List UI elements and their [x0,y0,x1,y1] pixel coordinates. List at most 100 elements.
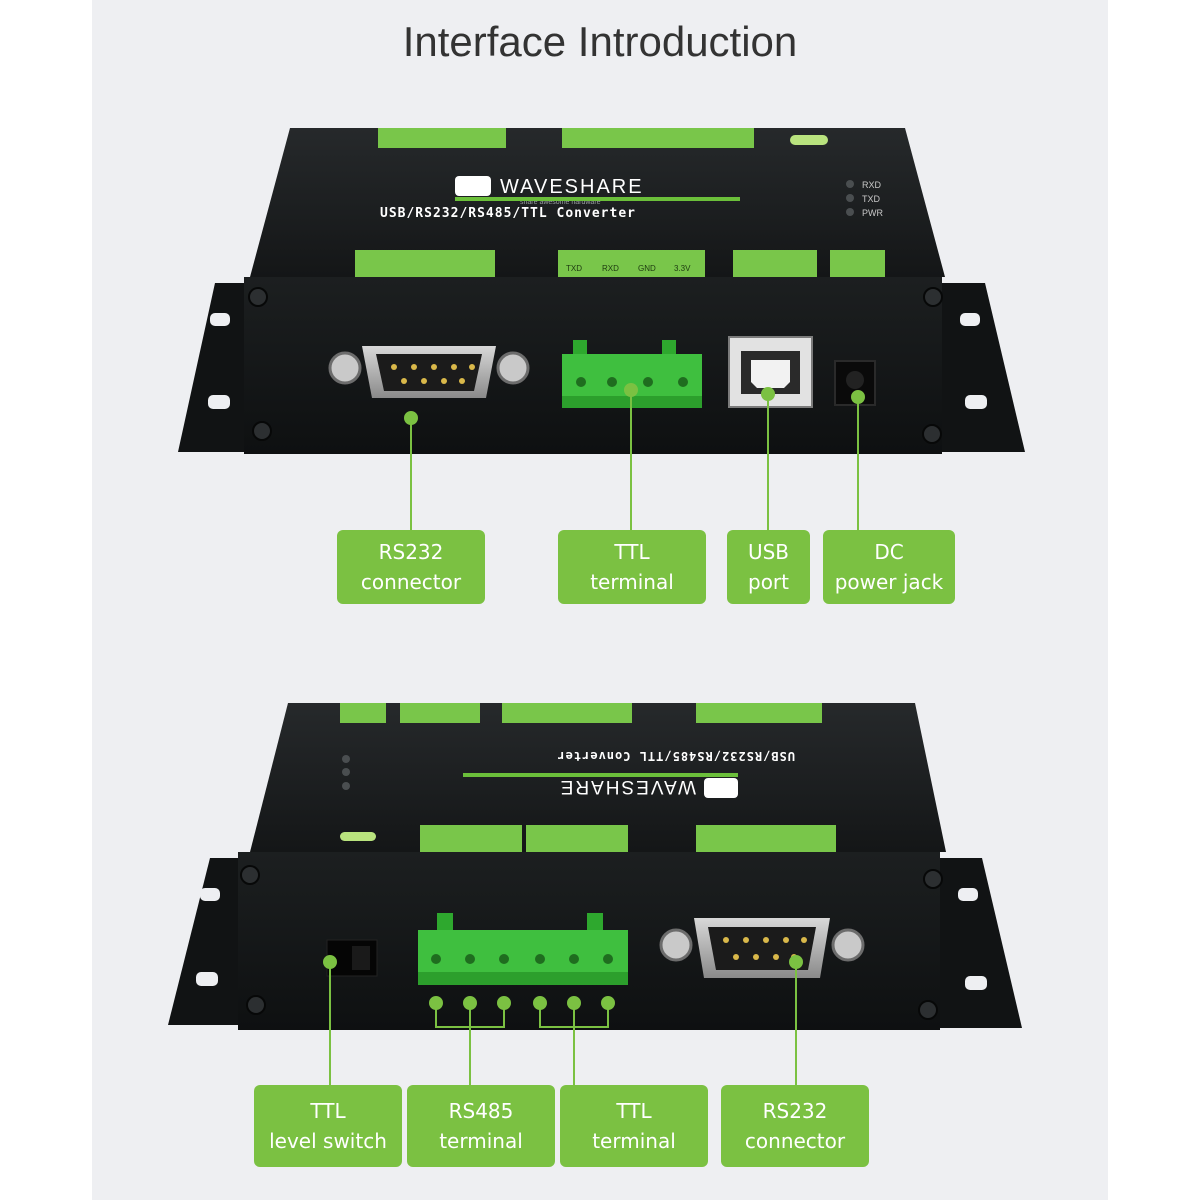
right-mounting-flange [940,858,1022,1028]
screw [246,995,266,1015]
brand-logo-badge [455,176,491,196]
left-flange-slot-2 [196,972,218,986]
callout-line: terminal [590,570,674,594]
terminal-screw [431,954,441,964]
mirrored-label-group: WAVESHARE USB/RS232/RS485/TTL Converter [463,749,795,798]
left-flange-slot-2 [208,395,230,409]
terminal-screw [576,377,586,387]
led-label-pwr: PWR [862,208,883,218]
brand-green-stripe [455,197,740,201]
terminal-screw [499,954,509,964]
screw [252,421,272,441]
led-txd [342,768,350,776]
callout-line: connector [744,1129,846,1153]
terminal-latch [573,340,587,356]
db9-insert [376,354,482,391]
leader-dot [567,996,581,1010]
callout-line: TTL [614,540,650,564]
screw [922,424,942,444]
callout-usb-port: USB port [727,530,810,604]
device-top-view: WAVESHARE share awesome hardware USB/RS2… [178,128,1025,454]
db9-pins [723,937,807,960]
db9-standoff-right [831,928,865,962]
callout-dc-power-jack: DC power jack [823,530,955,604]
callout-line: level switch [269,1129,387,1153]
leader-dot [463,996,477,1010]
db9-standoff-left [328,351,362,385]
callout-line: port [748,570,789,594]
callout-line: power jack [834,570,944,594]
callout-ttl-terminal: TTL terminal [558,530,706,604]
pin [723,937,729,943]
db9-standoff-right [496,351,530,385]
terminal-screw [607,377,617,387]
rs485-ttl-terminal-block [418,913,628,985]
callout-line: TTL [310,1099,346,1123]
screw [240,865,260,885]
usb-tongue [751,360,790,388]
right-mounting-flange [942,283,1025,452]
callout-ttl-level-switch: TTL level switch [254,1085,402,1167]
ttl-pin-label: TXD [566,264,582,273]
pin [441,378,447,384]
brand-name: WAVESHARE [559,776,696,797]
device-top-surface [250,703,946,852]
callout-rs232-connector-bottom: RS232 connector [721,1085,869,1167]
terminal-screw [535,954,545,964]
leader-dot [429,996,443,1010]
terminal-screw [465,954,475,964]
terminal-screw [643,377,653,387]
terminal-screw [603,954,613,964]
callout-line: terminal [592,1129,676,1153]
terminal-base [418,972,628,985]
pin [733,954,739,960]
usb-port-top [728,336,813,408]
switch-knob [352,946,370,970]
near-tab-dc [830,250,885,277]
callout-line: DC [874,540,904,564]
leader-dot [497,996,511,1010]
callout-line: terminal [439,1129,523,1153]
near-tab-rs232 [696,825,836,852]
pin [401,378,407,384]
pin [451,364,457,370]
far-tab-usb [400,703,480,723]
ttl-pin-labels: TXD RXD GND 3.3V [566,264,691,273]
led-pwr [846,208,854,216]
brand-name: WAVESHARE [500,176,644,198]
led-label-txd: TXD [862,194,881,204]
right-flange-slot [958,888,978,901]
terminal-latch [437,913,453,931]
pin [411,364,417,370]
leader-dot [624,383,638,397]
leader-dot [851,390,865,404]
rs232-connector-top [328,346,530,398]
db9-standoff-left [659,928,693,962]
leader-dot [789,955,803,969]
device-top-surface [250,128,945,277]
pin [421,378,427,384]
ttl-pin-label: GND [638,264,656,273]
pin [743,937,749,943]
left-flange-slot [210,313,230,326]
callout-line: TTL [616,1099,652,1123]
right-flange-slot [960,313,980,326]
left-mounting-flange [168,858,252,1025]
callout-line: RS232 [378,540,444,564]
pin [773,954,779,960]
ttl-pin-label: 3.3V [674,264,691,273]
near-tab-ttl [526,825,628,852]
led-label-rxd: RXD [862,180,882,190]
near-tab-rs485 [420,825,522,852]
pin [391,364,397,370]
callout-rs232-connector: RS232 connector [337,530,485,604]
pin [753,954,759,960]
terminal-latch [662,340,676,356]
left-flange-slot [200,888,220,901]
callout-line: USB [747,540,790,564]
top-callout-leaders [404,383,865,530]
leader-dot [323,955,337,969]
near-tab-rs232 [355,250,495,277]
leader-dot [761,387,775,401]
right-flange-slot-2 [965,976,987,990]
